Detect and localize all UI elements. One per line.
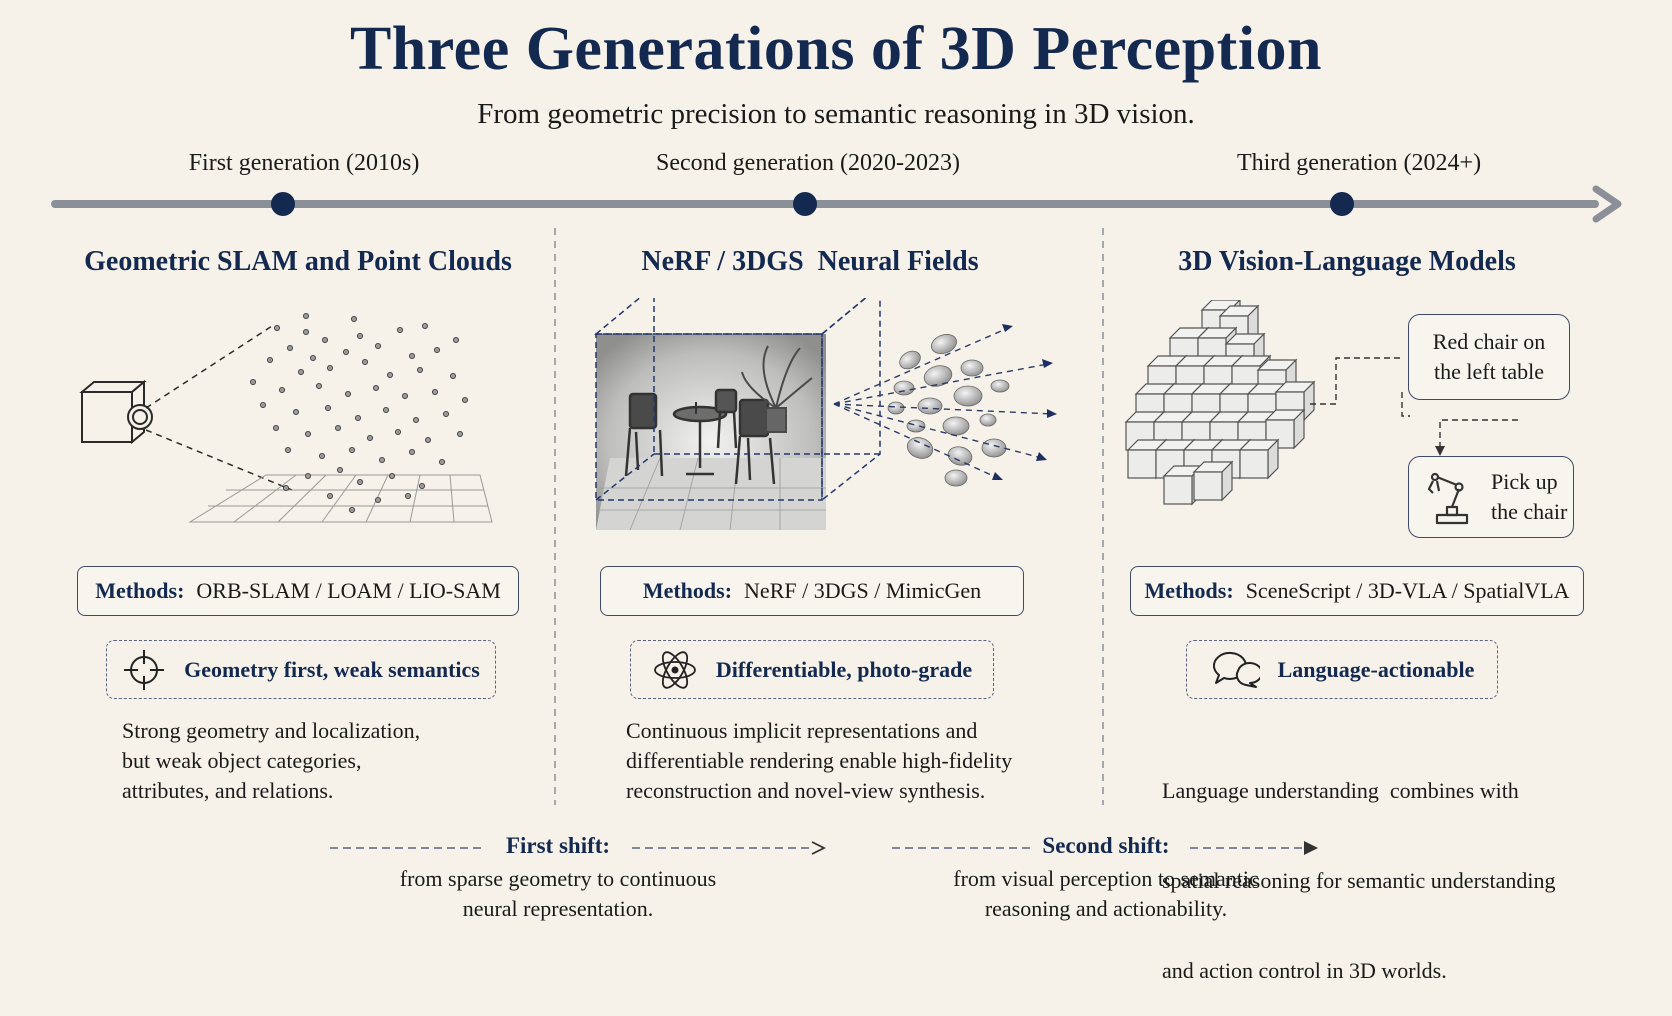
column-title-3: 3D Vision-Language Models	[1178, 246, 1516, 277]
timeline-and-dividers	[51, 185, 1622, 805]
language-query-box: Red chair on the left table	[1408, 314, 1570, 400]
description-3-line-2: spatial reasoning for semantic understan…	[1162, 868, 1556, 893]
column-title-2: NeRF / 3DGS Neural Fields	[641, 246, 979, 277]
shift-title-1: First shift:	[505, 833, 611, 858]
point-cloud	[249, 312, 468, 513]
shift-description-2: from visual perception to semantic reaso…	[886, 864, 1326, 924]
description-1-line-1: Strong geometry and localization,	[122, 718, 421, 743]
column-title-1: Geometric SLAM and Point Clouds	[84, 246, 512, 277]
description-3-line-3: and action control in 3D worlds.	[1162, 958, 1447, 983]
timeline-marker-1	[271, 192, 295, 216]
description-1-line-2: but weak object categories,	[122, 748, 362, 773]
description-3-line-1: Language understanding combines with	[1162, 778, 1519, 803]
crosshair-icon	[124, 649, 165, 690]
point-cloud-illustration	[79, 312, 493, 523]
language-connectors	[1310, 357, 1410, 417]
query-line-2: the left table	[1434, 359, 1544, 384]
atom-icon	[653, 650, 696, 689]
shift-2-line-1: from visual perception to semantic	[953, 866, 1259, 891]
shift-1-line-2: neural representation.	[462, 896, 654, 921]
feature-text-2: Differentiable, photo-grade	[715, 656, 973, 682]
methods-list-2: NeRF / 3DGS / MimicGen	[744, 578, 982, 603]
generation-label-2: Second generation (2020-2023)	[656, 150, 960, 176]
timeline-marker-2	[793, 192, 817, 216]
page-subtitle: From geometric precision to semantic rea…	[477, 98, 1195, 130]
feature-box-2: Differentiable, photo-grade	[630, 640, 994, 699]
methods-box-1: Methods: ORB-SLAM / LOAM / LIO-SAM	[77, 566, 519, 616]
generation-label-1: First generation (2010s)	[188, 150, 420, 176]
camera-icon	[79, 379, 153, 445]
action-line-1: Pick up	[1491, 469, 1558, 494]
methods-label-2: Methods:	[642, 578, 733, 603]
action-box: Pick up the chair	[1408, 456, 1574, 538]
feature-text-1: Geometry first, weak semantics	[184, 656, 480, 682]
description-2-line-1: Continuous implicit representations and	[626, 718, 978, 743]
shift-2-line-2: reasoning and actionability.	[984, 896, 1228, 921]
query-line-1: Red chair on	[1432, 329, 1546, 354]
methods-list-1: ORB-SLAM / LOAM / LIO-SAM	[196, 578, 501, 603]
description-1-line-3: attributes, and relations.	[122, 778, 334, 803]
timeline-marker-3	[1330, 192, 1354, 216]
generation-label-3: Third generation (2024+)	[1236, 150, 1482, 176]
description-2: Continuous implicit representations and …	[626, 716, 1086, 806]
timeline-arrowhead	[1592, 185, 1622, 223]
shift-description-1: from sparse geometry to continuous neura…	[338, 864, 778, 924]
action-line-2: the chair	[1491, 499, 1568, 524]
voxel-scene-illustration	[1125, 300, 1315, 505]
methods-list-3: SceneScript / 3D-VLA / SpatialVLA	[1245, 578, 1570, 603]
description-1: Strong geometry and localization, but we…	[122, 716, 542, 806]
feature-text-3: Language-actionable	[1277, 656, 1475, 682]
shift-1-line-1: from sparse geometry to continuous	[399, 866, 717, 891]
methods-label-3: Methods:	[1144, 578, 1234, 603]
robot-arm-icon	[1427, 472, 1469, 525]
query-to-action-connector	[1435, 419, 1518, 456]
feature-box-1: Geometry first, weak semantics	[106, 640, 496, 699]
methods-box-3: Methods: SceneScript / 3D-VLA / SpatialV…	[1130, 566, 1584, 616]
chat-bubbles-icon	[1212, 651, 1260, 688]
ground-grid	[188, 474, 493, 523]
methods-label-1: Methods:	[95, 578, 185, 603]
shift-title-2: Second shift:	[1042, 833, 1170, 858]
gaussian-splats	[887, 334, 1010, 487]
view-rays	[833, 324, 1057, 480]
methods-box-2: Methods: NeRF / 3DGS / MimicGen	[600, 566, 1024, 616]
room-scene	[596, 334, 826, 531]
feature-box-3: Language-actionable	[1186, 640, 1498, 699]
voxel-grid	[1125, 300, 1315, 505]
shift-arrows	[330, 841, 1318, 855]
neural-field-illustration	[593, 298, 1057, 531]
page-title: Three Generations of 3D Perception	[349, 15, 1323, 83]
description-2-line-3: reconstruction and novel-view synthesis.	[626, 778, 986, 803]
potted-plant	[741, 345, 813, 433]
bounding-cube	[593, 298, 881, 502]
description-2-line-2: differentiable rendering enable high-fid…	[626, 748, 1013, 773]
